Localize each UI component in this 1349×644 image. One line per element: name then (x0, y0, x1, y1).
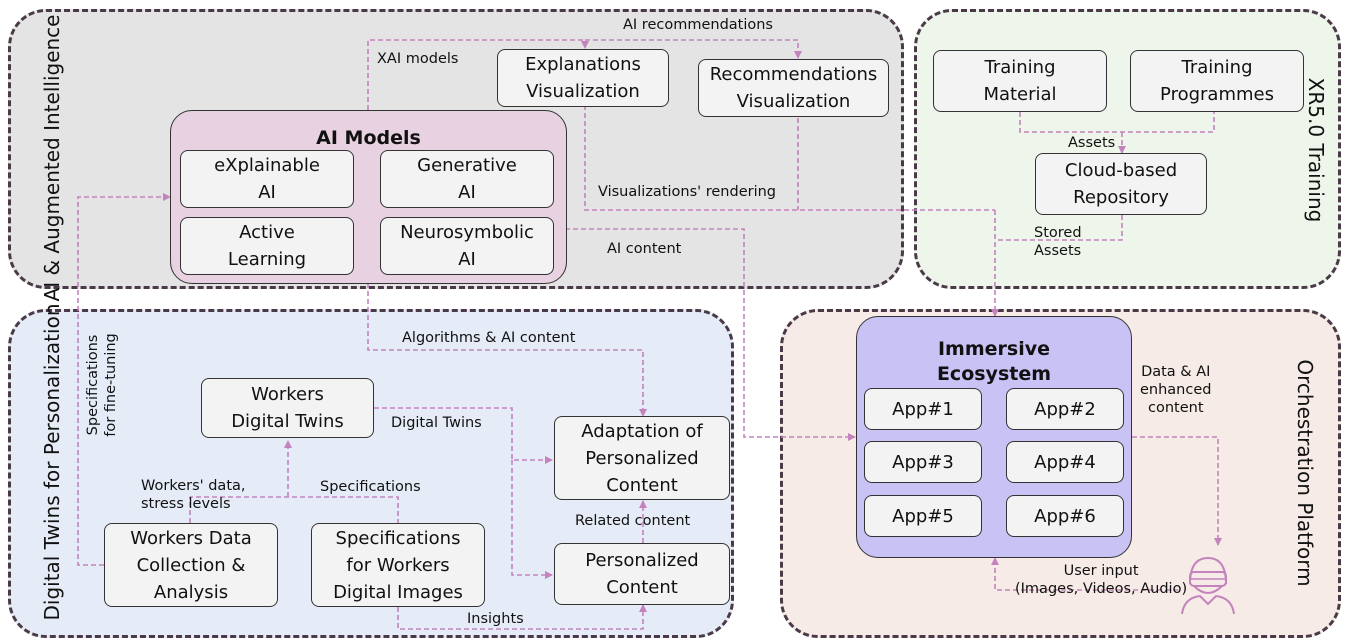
region-label-orchestration: Orchestration Platform (1293, 359, 1317, 587)
personalized-content-box: Personalized Content (554, 543, 730, 605)
app-6-box: App#6 (1006, 495, 1124, 537)
label-workers-data: Workers' data, stress levels (141, 478, 246, 512)
label-data-ai-enhanced-content: Data & AI enhanced content (1140, 364, 1212, 416)
ai-models-title: AI Models (316, 127, 421, 149)
label-related-content: Related content (575, 513, 691, 529)
vr-headset-user-icon (1181, 556, 1235, 614)
explanations-visualization-box: Explanations Visualization (497, 49, 669, 107)
label-specifications: Specifications (320, 479, 421, 495)
label-algorithms-ai-content: Algorithms & AI content (402, 330, 576, 346)
workers-data-collection-box: Workers Data Collection & Analysis (104, 523, 278, 607)
recommendations-visualization-box: Recommendations Visualization (698, 59, 889, 117)
label-stored-assets: Stored Assets (1034, 225, 1082, 259)
cloud-repository-box: Cloud-based Repository (1035, 153, 1207, 215)
region-label-digital-twins: Digital Twins for Personalization (40, 303, 64, 621)
label-digital-twins: Digital Twins (391, 415, 482, 431)
neurosymbolic-ai-box: Neurosymbolic AI (380, 217, 554, 275)
app-1-box: App#1 (864, 388, 982, 430)
training-programmes-box: Training Programmes (1130, 50, 1304, 112)
specifications-workers-images-box: Specifications for Workers Digital Image… (311, 523, 485, 607)
adaptation-personalized-content-box: Adaptation of Personalized Content (554, 416, 730, 500)
app-3-box: App#3 (864, 441, 982, 483)
label-assets: Assets (1068, 135, 1116, 151)
region-label-training: XR5.0 Training (1304, 77, 1328, 223)
label-user-input: User input (Images, Videos, Audio) (1015, 563, 1188, 597)
training-material-box: Training Material (933, 50, 1107, 112)
active-learning-box: Active Learning (180, 217, 354, 275)
label-visualizations-rendering: Visualizations' rendering (598, 184, 777, 200)
workers-digital-twins-box: Workers Digital Twins (201, 378, 374, 438)
app-5-box: App#5 (864, 495, 982, 537)
generative-ai-box: Generative AI (380, 150, 554, 208)
label-specifications-fine-tuning: Specifications for fine-tuning (85, 333, 119, 437)
label-insights: Insights (467, 611, 524, 627)
app-2-box: App#2 (1006, 388, 1124, 430)
app-4-box: App#4 (1006, 441, 1124, 483)
label-xai-models: XAI models (377, 51, 459, 67)
label-ai-content: AI content (607, 241, 682, 257)
label-ai-recommendations: AI recommendations (623, 17, 773, 33)
xai-box: eXplainable AI (180, 150, 354, 208)
immersive-ecosystem-title: Immersive Ecosystem (936, 338, 1052, 385)
region-label-ai: AI & Augmented Intelligence (40, 14, 64, 302)
